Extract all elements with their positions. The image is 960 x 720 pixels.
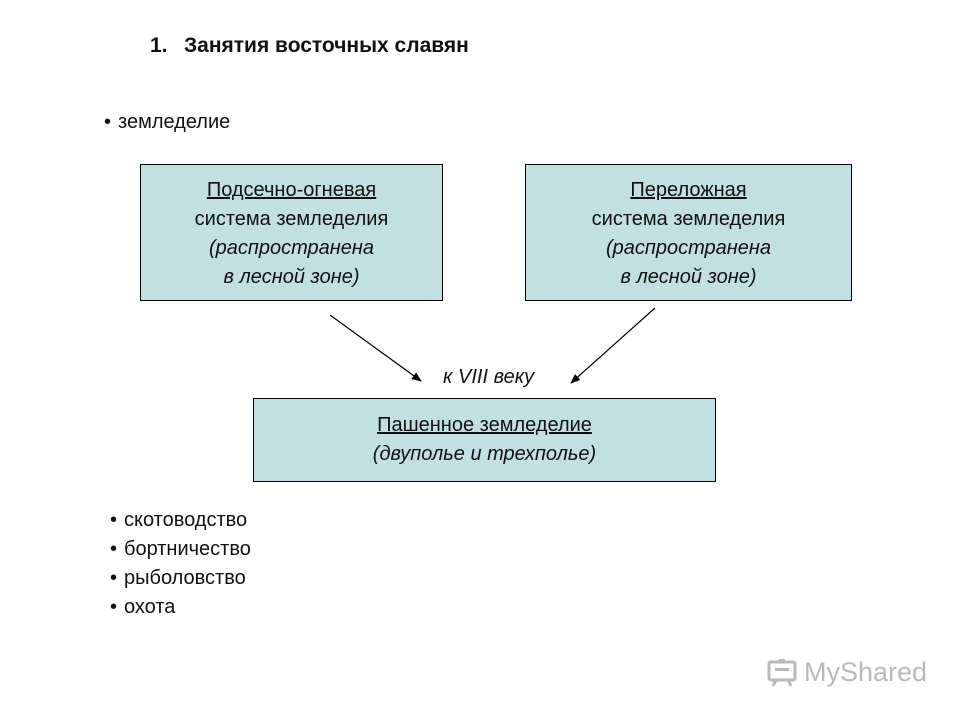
box-right-line4: в лесной зоне) bbox=[620, 266, 757, 288]
bullet-dot: • bbox=[110, 596, 118, 618]
slide-title: 1. Занятия восточных славян bbox=[150, 34, 469, 58]
box-left-line2: система земледелия bbox=[194, 208, 389, 230]
bullet-dot: • bbox=[110, 509, 118, 531]
box-left-line3: (распространена bbox=[208, 237, 375, 259]
arrow-left bbox=[329, 314, 422, 382]
arrow-right bbox=[570, 307, 656, 384]
bullet-label: бортничество bbox=[124, 538, 251, 560]
bullet-fishing: • рыболовство bbox=[110, 564, 246, 593]
watermark: MyShared bbox=[766, 656, 927, 688]
period-label: к VIII веку bbox=[443, 366, 535, 388]
bullet-agriculture-label: земледелие bbox=[118, 111, 231, 133]
box-left-heading: Подсечно-огневая bbox=[206, 179, 377, 201]
box-left-line4: в лесной зоне) bbox=[223, 266, 360, 288]
bullet-dot: • bbox=[104, 111, 112, 133]
title-text: Занятия восточных славян bbox=[184, 34, 469, 57]
watermark-text: MyShared bbox=[804, 656, 928, 687]
box-right-heading: Переложная bbox=[630, 179, 747, 201]
title-number: 1. bbox=[150, 34, 168, 57]
bullet-dot: • bbox=[110, 567, 118, 589]
box-plough-farming: Пашенное земледелие (двуполье и трехполь… bbox=[253, 398, 716, 482]
box-right-line3: (распространена bbox=[605, 237, 772, 259]
bullet-agriculture: • земледелие bbox=[104, 108, 230, 137]
bullet-dot: • bbox=[110, 538, 118, 560]
box-slash-and-burn: Подсечно-огневая система земледелия (рас… bbox=[140, 164, 443, 301]
presentation-icon bbox=[767, 659, 797, 687]
bullet-hunting: • охота bbox=[110, 593, 175, 622]
bullet-label: охота bbox=[124, 596, 176, 618]
box-right-line2: система земледелия bbox=[591, 208, 786, 230]
box-fallow: Переложная система земледелия (распростр… bbox=[525, 164, 852, 301]
bullet-label: скотоводство bbox=[124, 509, 248, 531]
box-bottom-heading: Пашенное земледелие bbox=[377, 414, 592, 436]
bullet-beekeeping: • бортничество bbox=[110, 535, 251, 564]
bullet-label: рыболовство bbox=[124, 567, 246, 589]
bullet-cattle-breeding: • скотоводство bbox=[110, 506, 247, 535]
box-bottom-line2: (двуполье и трехполье) bbox=[372, 443, 597, 465]
